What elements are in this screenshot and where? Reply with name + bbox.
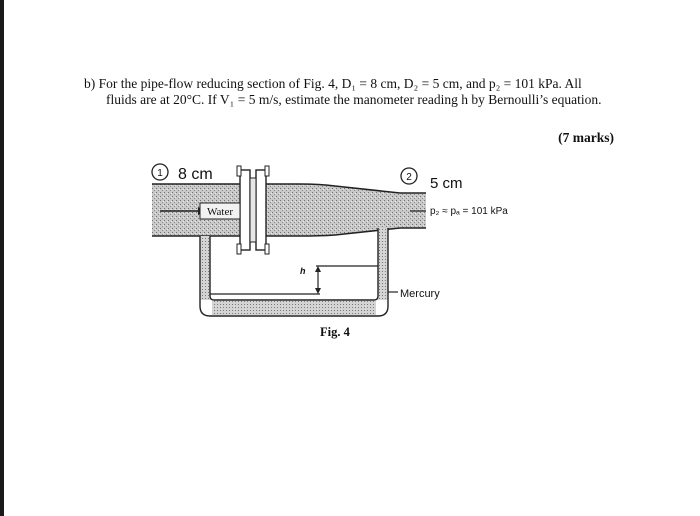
- flange: [236, 165, 270, 255]
- pressure-label: p₂ ≈ pₐ = 101 kPa: [430, 206, 508, 217]
- water-label: Water: [207, 206, 233, 218]
- page-edge-rule: [0, 0, 4, 516]
- marks-label: (7 marks): [558, 130, 614, 145]
- manometer-height-marker: [210, 265, 378, 295]
- mercury-label: Mercury: [400, 288, 440, 300]
- question-text: b) For the pipe-flow reducing section of…: [84, 76, 624, 108]
- point-2-diameter: 5 cm: [430, 175, 463, 192]
- question-line-2: fluids are at 20°C. If V₁ = 5 m/s, estim…: [106, 92, 602, 107]
- reducing-section: [268, 183, 401, 237]
- water-label-box: [199, 202, 241, 220]
- figure-caption: Fig. 4: [320, 325, 350, 339]
- point-2-number: 2: [406, 172, 412, 183]
- point-2-marker: 2: [400, 167, 418, 185]
- manometer-tube: [199, 228, 389, 317]
- point-1-diameter: 8 cm: [178, 166, 213, 183]
- point-1-marker: 1: [151, 163, 169, 181]
- question-line-1: b) For the pipe-flow reducing section of…: [84, 76, 582, 91]
- height-label: h: [300, 266, 306, 276]
- point-1-number: 1: [157, 168, 163, 179]
